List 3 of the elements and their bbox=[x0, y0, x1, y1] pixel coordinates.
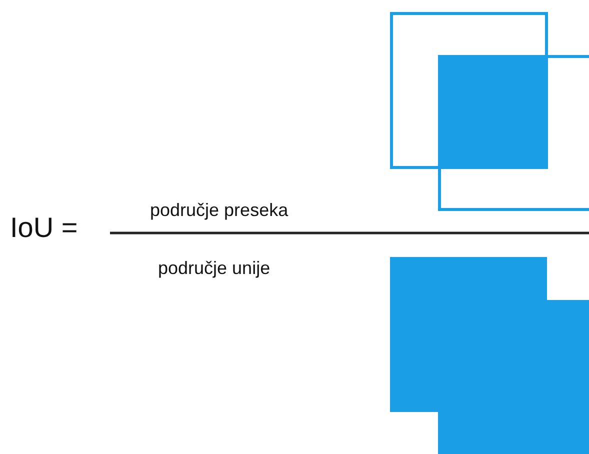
numerator-text: područje preseka bbox=[150, 200, 288, 221]
formula-text: IoU = bbox=[10, 212, 78, 244]
denominator-text: područje unije bbox=[158, 258, 270, 279]
